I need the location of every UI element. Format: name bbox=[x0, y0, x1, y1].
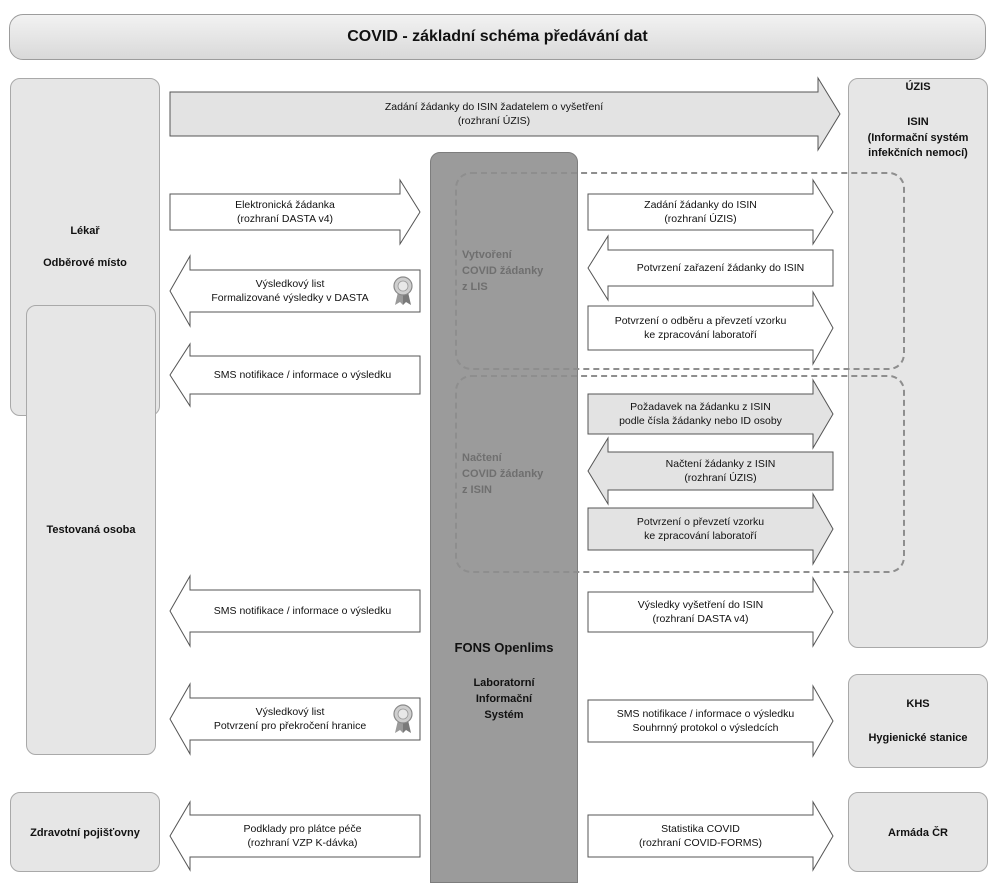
label-khs: KHS bbox=[906, 698, 930, 710]
diagram-title: COVID - základní schéma předávání dat bbox=[9, 14, 986, 60]
label-isin-full-2: infekčních nemocí) bbox=[868, 147, 968, 159]
text-zadani-zadanky: Zadání žádanky do ISIN(rozhraní ÚZIS) bbox=[644, 199, 757, 225]
stage-vytvoreni-1: Vytvoření bbox=[462, 249, 512, 261]
region-nacteni bbox=[455, 375, 905, 573]
text-top-zadani: Zadání žádanky do ISIN žadatelem o vyšet… bbox=[384, 101, 604, 127]
arrow-elektronicka-zadanka bbox=[169, 178, 421, 246]
label-isin: ISIN bbox=[907, 116, 929, 128]
center-column-lis bbox=[430, 152, 578, 883]
label-isin-full-1: (Informační systém bbox=[867, 132, 969, 144]
label-uzis: ÚZIS bbox=[905, 81, 931, 93]
stage-nacteni-1: Načtení bbox=[462, 452, 502, 464]
arrow-vysledkovy-list-2 bbox=[169, 682, 421, 756]
arrow-zadani-zadanky bbox=[587, 178, 834, 246]
box-zdravotni-pojistovny bbox=[10, 792, 160, 872]
label-zdravotni-pojistovny: Zdravotní pojišťovny bbox=[30, 827, 140, 839]
region-vytvoreni bbox=[455, 172, 905, 370]
diagram-title-text: COVID - základní schéma předávání dat bbox=[347, 28, 648, 45]
text-statistika: Statistika COVID(rozhraní COVID-FORMS) bbox=[638, 823, 763, 849]
stage-nacteni-3: z ISIN bbox=[462, 484, 492, 496]
stage-vytvoreni-2: COVID žádanky bbox=[462, 265, 544, 277]
stage-vytvoreni-3: z LIS bbox=[462, 281, 488, 293]
award-medal-icon bbox=[393, 276, 413, 305]
text-sms-1: SMS notifikace / informace o výsledku bbox=[213, 369, 392, 381]
arrow-potvrzeni-prevzeti bbox=[587, 492, 834, 566]
arrow-podklady bbox=[169, 800, 421, 872]
text-podklady: Podklady pro plátce péče(rozhraní VZP K-… bbox=[243, 823, 362, 849]
arrow-vysledkovy-list-1 bbox=[169, 254, 421, 328]
box-testovana-osoba bbox=[26, 305, 156, 755]
label-odberove-misto: Odběrové místo bbox=[43, 257, 127, 269]
arrow-top-zadani bbox=[169, 76, 841, 152]
label-testovana-osoba: Testovaná osoba bbox=[46, 524, 136, 536]
arrow-sms-khs bbox=[587, 684, 834, 758]
text-elektronicka-zadanka: Elektronická žádanka(rozhraní DASTA v4) bbox=[235, 199, 335, 225]
box-khs bbox=[848, 674, 988, 768]
label-lis-1: Laboratorní bbox=[473, 677, 535, 689]
arrow-vysledky-isin bbox=[587, 576, 834, 648]
arrow-statistika bbox=[587, 800, 834, 872]
label-fons-openlims: FONS Openlims bbox=[454, 640, 554, 655]
stage-nacteni-2: COVID žádanky bbox=[462, 468, 544, 480]
arrow-pozadavek bbox=[587, 378, 834, 450]
arrow-nacteni-zadanky bbox=[587, 436, 834, 506]
arrow-potvrzeni-zarazeni bbox=[587, 234, 834, 302]
label-armada: Armáda ČR bbox=[888, 827, 948, 839]
label-lis-3: Systém bbox=[484, 709, 524, 721]
text-sms-2: SMS notifikace / informace o výsledku bbox=[213, 605, 392, 617]
arrow-potvrzeni-odberu bbox=[587, 290, 834, 366]
box-armada bbox=[848, 792, 988, 872]
arrow-sms-2 bbox=[169, 574, 421, 648]
label-hygienicke-stanice: Hygienické stanice bbox=[868, 732, 968, 744]
text-potvrzeni-zarazeni: Potvrzení zařazení žádanky do ISIN bbox=[636, 262, 805, 274]
label-lekar: Lékař bbox=[70, 225, 100, 237]
label-lis-2: Informační bbox=[475, 693, 533, 705]
award-medal-icon bbox=[393, 704, 413, 733]
text-nacteni-zadanky: Načtení žádanky z ISIN(rozhraní ÚZIS) bbox=[665, 458, 776, 484]
text-vysledky-isin: Výsledky vyšetření do ISIN(rozhraní DAST… bbox=[637, 599, 764, 625]
arrow-sms-1 bbox=[169, 342, 421, 408]
